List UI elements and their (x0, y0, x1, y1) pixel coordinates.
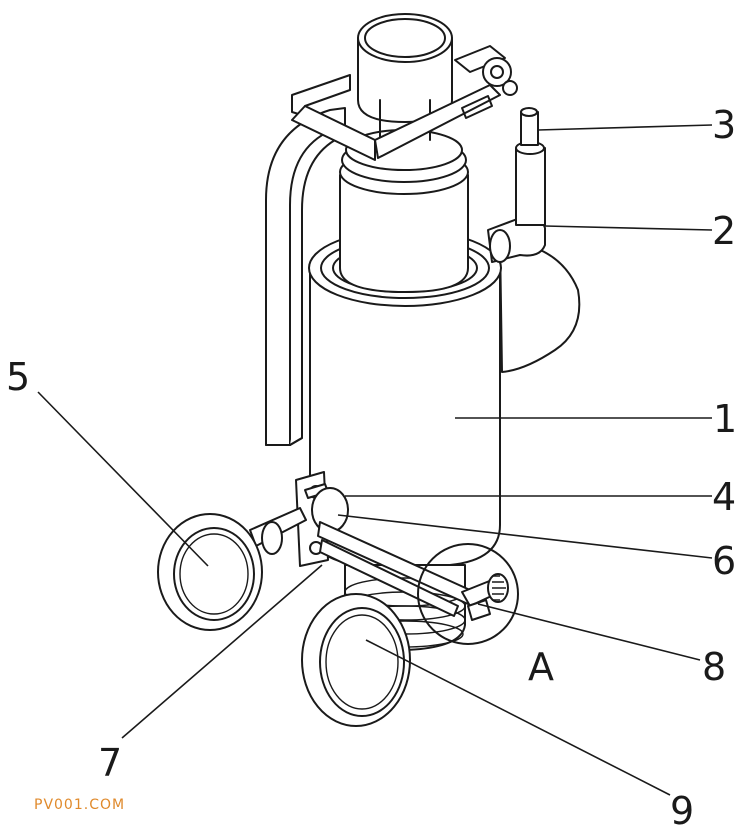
rod (317, 521, 471, 617)
label-6: 6 (712, 539, 736, 583)
label-5: 5 (6, 355, 30, 399)
label-4: 4 (712, 475, 736, 519)
label-2: 2 (712, 209, 736, 253)
leader-lines (37, 124, 713, 796)
leader-9 (365, 639, 671, 796)
left-wheel (157, 507, 307, 631)
watermark: PV001.COM (34, 797, 126, 813)
outlet-pipe (487, 107, 546, 263)
leader-7 (121, 564, 323, 739)
leader-6 (337, 514, 713, 559)
top-frame (291, 45, 518, 161)
leader-2 (544, 225, 713, 231)
clamp (295, 471, 349, 567)
label-detail-a: A (528, 645, 554, 689)
front-wheel (301, 593, 411, 727)
label-9: 9 (670, 789, 694, 833)
motor (357, 13, 453, 141)
side-bulge (499, 239, 581, 373)
label-7: 7 (98, 741, 122, 785)
part-labels: 1 2 3 4 5 6 7 8 9 A (6, 103, 737, 833)
label-3: 3 (712, 103, 736, 147)
leader-3 (537, 124, 713, 131)
label-8: 8 (702, 645, 726, 689)
label-1: 1 (713, 397, 737, 441)
upper-cylinder (339, 129, 469, 293)
leader-8 (477, 603, 701, 661)
leader-5 (37, 391, 209, 567)
